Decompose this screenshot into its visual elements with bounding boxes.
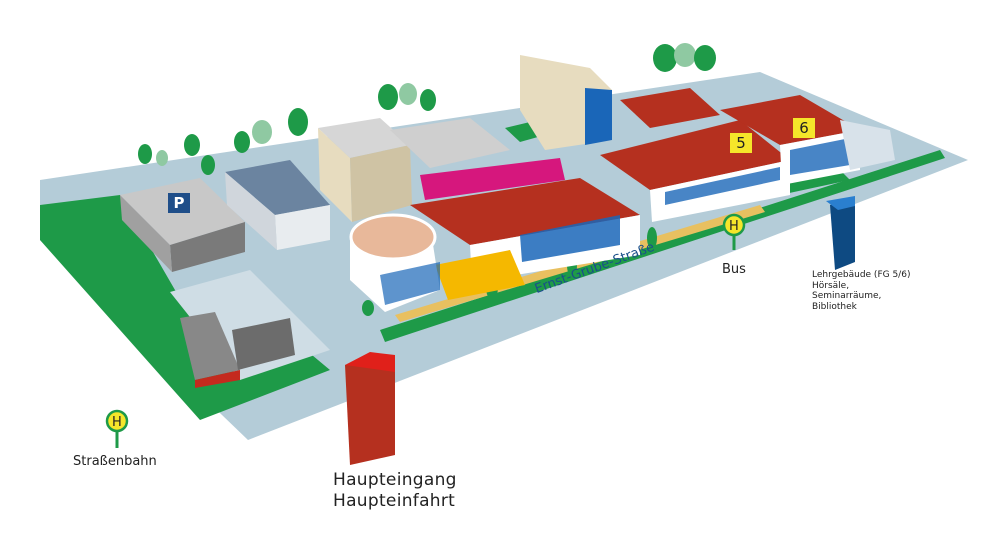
central-building	[390, 118, 510, 168]
bus-stop-h: H	[729, 219, 739, 234]
lecture-building-line3: Seminarräume,	[812, 291, 882, 301]
lecture-building-marker	[830, 198, 855, 270]
main-entrance-line1: Haupteingang	[333, 470, 457, 490]
hall-building	[180, 312, 240, 380]
bus-stop-sign	[722, 213, 746, 250]
lecture-building-line4: Bibliothek	[812, 301, 857, 312]
lecture-building-line1: Lehrgebäude (FG 5/6)	[812, 270, 911, 280]
hall-building-front	[195, 370, 240, 388]
rotunda-windows	[380, 262, 440, 305]
tower-left-front	[350, 145, 412, 222]
main-entrance-marker	[345, 355, 395, 465]
office-building-side	[225, 172, 277, 250]
bus-stop-label: Bus	[722, 262, 746, 277]
lecture-building-label: Lehrgebäude (FG 5/6) Hörsäle, Seminarräu…	[812, 270, 910, 312]
office-building-top	[225, 160, 330, 215]
office-building-front	[275, 205, 330, 250]
parking-garage-side	[120, 195, 172, 272]
tram-stop-sign	[105, 409, 129, 448]
grass-street-strip	[380, 150, 945, 342]
trees	[138, 43, 716, 316]
building-5-badge[interactable]: 5	[730, 133, 752, 153]
parking-sign: P	[168, 193, 190, 213]
yellow-plaza	[435, 250, 525, 300]
main-entrance-line2: Haupteinfahrt	[333, 491, 456, 511]
hall-building-2	[232, 318, 295, 370]
tram-stop-h: H	[112, 415, 122, 430]
rotunda-helipad	[349, 213, 437, 261]
magenta-building	[420, 158, 565, 200]
lecture-building-marker-top	[826, 196, 855, 210]
parking-garage-front	[170, 222, 245, 272]
main-entrance-marker-top	[345, 352, 395, 372]
tower-right-front	[585, 88, 612, 145]
building-6-badge[interactable]: 6	[793, 118, 815, 138]
lecture-building-line2: Hörsäle,	[812, 280, 850, 291]
main-entrance-label: Haupteingang Haupteinfahrt	[333, 470, 457, 512]
tower-left-side	[318, 128, 352, 222]
tower-left-top	[318, 118, 410, 158]
tram-stop-label: Straßenbahn	[73, 454, 157, 469]
